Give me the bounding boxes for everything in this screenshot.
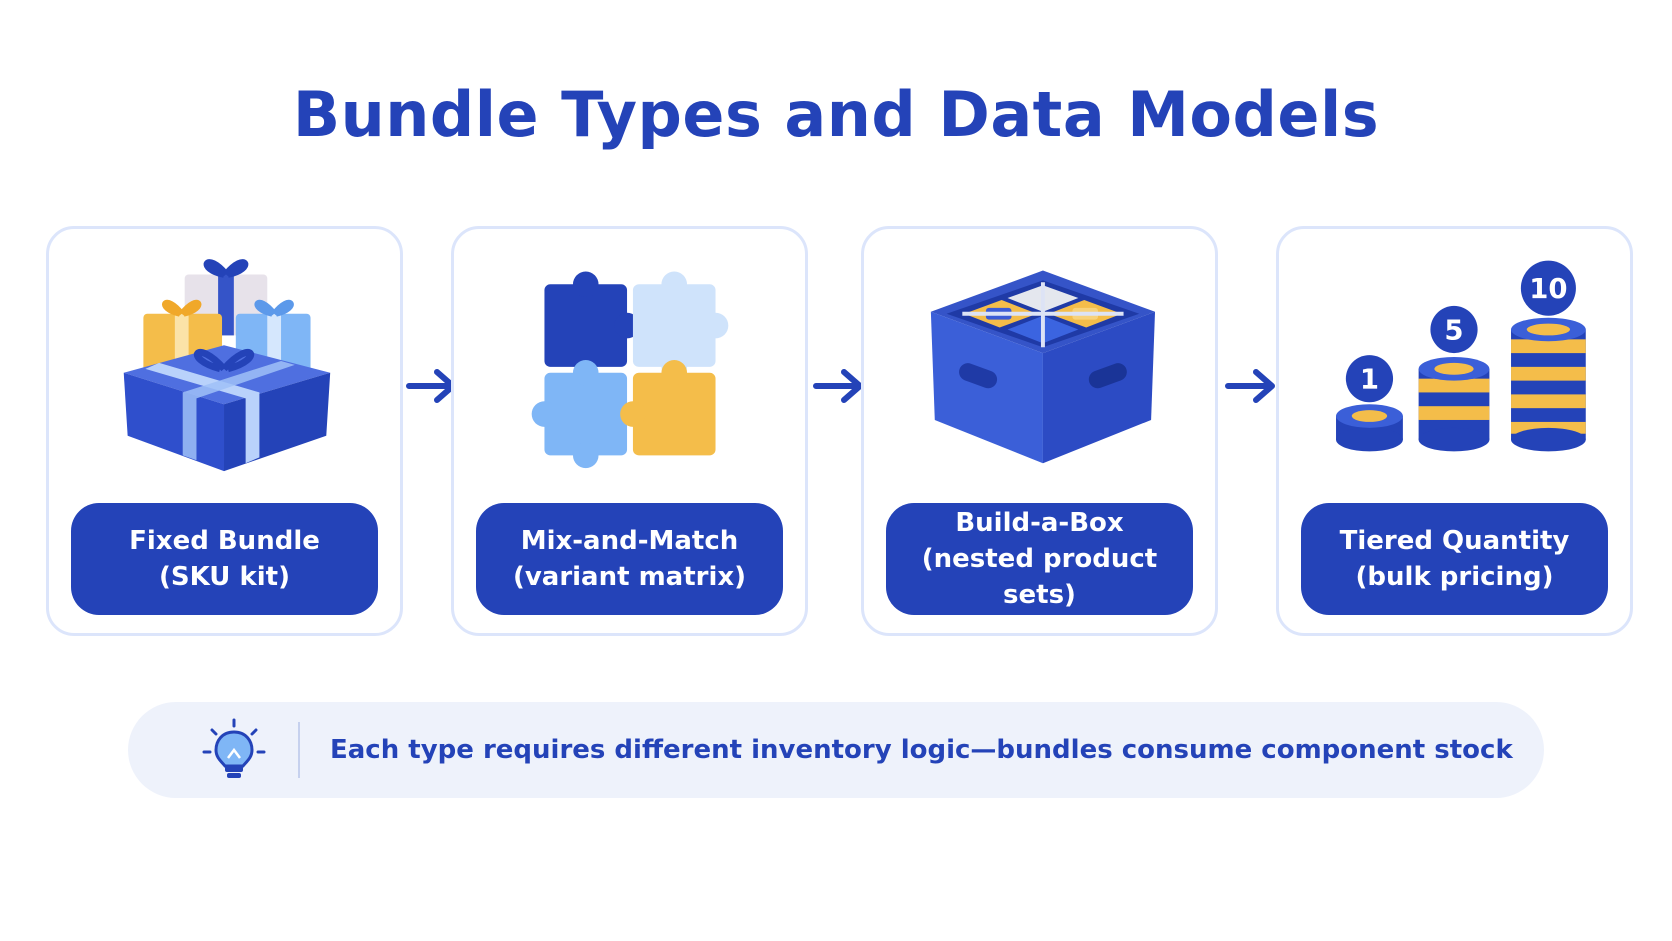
tier-badge-label: 10: [1529, 273, 1567, 305]
card-label-subtitle: (variant matrix): [512, 562, 747, 592]
card-mix-and-match: Mix-and-Match (variant matrix): [451, 226, 808, 636]
puzzle-pieces-icon: [531, 271, 729, 469]
card-label-title: Build-a-Box: [955, 508, 1124, 538]
card-label: Build-a-Box (nested product sets): [886, 503, 1193, 615]
card-label-subtitle: (bulk pricing): [1355, 562, 1554, 592]
gift-boxes-icon: [123, 259, 331, 472]
arrow-right-icon: [1225, 369, 1275, 403]
lightbulb-icon: [202, 718, 266, 778]
tier-badge-label: 5: [1444, 314, 1463, 346]
card-tiered-quantity: 1 5 10 Tiered Quantity (bulk pricing): [1276, 226, 1633, 636]
card-label: Fixed Bundle (SKU kit): [71, 503, 378, 615]
compartment-box-icon: [930, 270, 1156, 464]
tier-badge: 1: [1345, 355, 1394, 403]
card-label: Mix-and-Match (variant matrix): [476, 503, 783, 615]
divider: [298, 722, 300, 778]
card-fixed-bundle: Fixed Bundle (SKU kit): [46, 226, 403, 636]
card-label-title: Tiered Quantity: [1339, 526, 1570, 556]
card-label: Tiered Quantity (bulk pricing): [1301, 503, 1608, 615]
card-label-subtitle: (nested product sets): [921, 544, 1158, 610]
card-label-subtitle: (SKU kit): [159, 562, 290, 592]
card-build-a-box: Build-a-Box (nested product sets): [861, 226, 1218, 636]
tier-badge-label: 1: [1360, 363, 1379, 395]
info-banner-text: Each type requires different inventory l…: [330, 735, 1513, 765]
coin-stacks-icon: 1 5 10: [1336, 260, 1586, 452]
page-title: Bundle Types and Data Models: [292, 78, 1380, 151]
arrow-right-icon: [813, 369, 863, 403]
card-label-title: Fixed Bundle: [129, 526, 320, 556]
card-label-title: Mix-and-Match: [520, 526, 739, 556]
info-banner: Each type requires different inventory l…: [128, 702, 1544, 798]
tier-badge: 10: [1520, 260, 1576, 316]
tier-badge: 5: [1430, 305, 1478, 354]
